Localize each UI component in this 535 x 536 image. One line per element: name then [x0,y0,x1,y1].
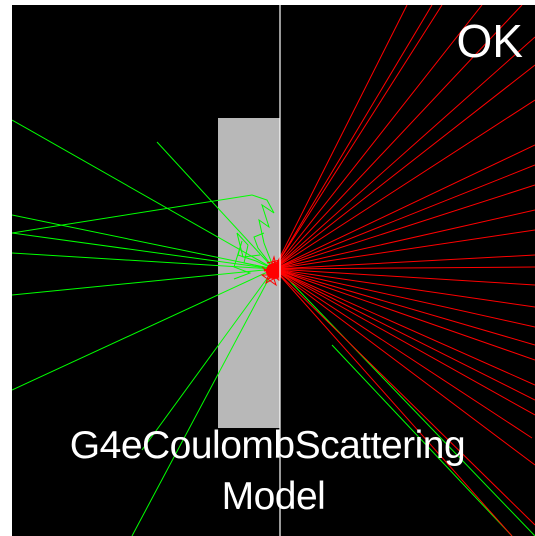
green-tracks [12,119,535,536]
status-label: OK [456,15,523,67]
event-display-viewport [12,5,535,536]
model-title-line1: G4eCoulombScattering [69,424,466,467]
red-tracks [260,5,535,536]
event-display-canvas [12,5,535,536]
interaction-point-cluster [266,263,282,279]
model-title-line2: Model [221,475,326,518]
